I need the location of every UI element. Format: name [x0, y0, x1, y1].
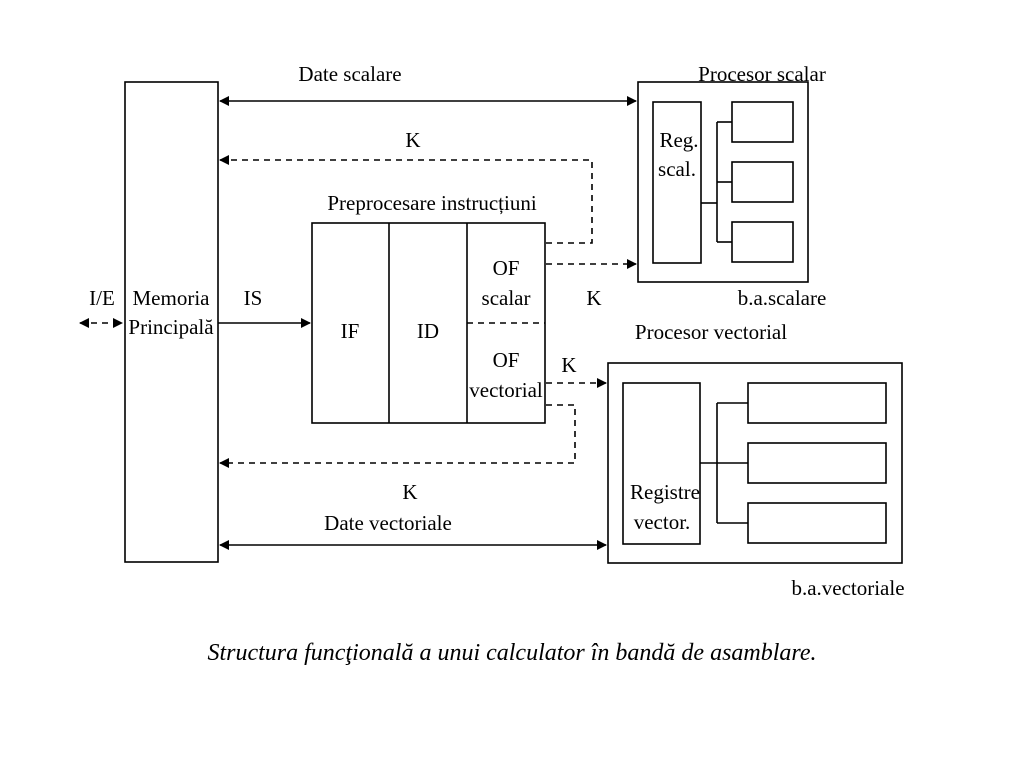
scalar-register-label-line2: scal.	[658, 157, 696, 181]
if-stage-label: IF	[341, 319, 360, 343]
vector-data-label: Date vectoriale	[324, 511, 452, 535]
k-scalar-label: K	[586, 286, 601, 310]
k-top-feedback-arrow	[219, 155, 593, 244]
scalar-data-label: Date scalare	[298, 62, 401, 86]
main-memory-box	[124, 81, 219, 563]
main-memory-label-line2: Principală	[128, 315, 214, 339]
scalar-register-label-line1: Reg.	[659, 128, 698, 152]
id-stage-label: ID	[417, 319, 439, 343]
instruction-stream-label: IS	[244, 286, 263, 310]
io-label: I/E	[89, 286, 115, 310]
vector-processor-title: Procesor vectorial	[635, 320, 787, 344]
vector-processor-box	[607, 362, 903, 564]
scalar-unit-3	[731, 221, 794, 263]
k-bottom-feedback-arrow	[219, 404, 576, 468]
scalar-register-box	[652, 101, 702, 264]
scalar-processor-box	[637, 81, 809, 283]
scalar-unit-2	[731, 161, 794, 203]
figure-caption: Structura funcţională a unui calculator …	[207, 640, 817, 666]
vector-pipelines-label: b.a.vectoriale	[791, 576, 904, 600]
k-top-label: K	[405, 128, 420, 152]
k-bottom-label: K	[402, 480, 417, 504]
vector-unit-2	[747, 442, 887, 484]
vector-unit-3	[747, 502, 887, 544]
main-memory-label-line1: Memoria	[133, 286, 211, 310]
preprocessing-title: Preprocesare instrucțiuni	[327, 191, 537, 215]
vector-register-label-line1: Registre	[630, 480, 700, 504]
of-scalar-label-line2: scalar	[482, 286, 531, 310]
of-scalar-label-line1: OF	[493, 256, 520, 280]
vector-unit-1	[747, 382, 887, 424]
of-vectorial-label-line1: OF	[493, 348, 520, 372]
k-vectorial-label: K	[561, 353, 576, 377]
scalar-pipelines-label: b.a.scalare	[738, 286, 827, 310]
scalar-unit-1	[731, 101, 794, 143]
vector-register-label-line2: vector.	[634, 510, 691, 534]
of-vectorial-label-line2: vectorial	[469, 378, 543, 402]
